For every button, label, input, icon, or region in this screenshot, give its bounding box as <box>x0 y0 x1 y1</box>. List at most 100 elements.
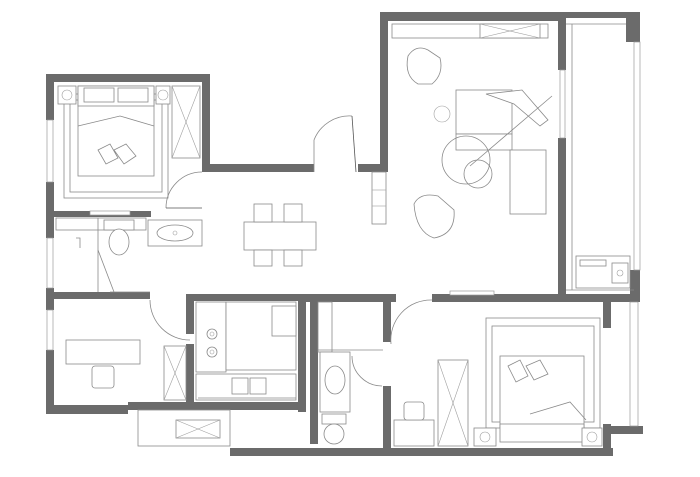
lamp-arm <box>469 95 553 167</box>
wall-cbath-west <box>310 294 318 444</box>
wall-kitchen-east <box>298 294 306 412</box>
wall-corridor-north-left <box>202 164 314 172</box>
lamp-se-left-icon <box>479 431 491 443</box>
wall-cbath-east-upper <box>383 294 391 342</box>
wall-living-east-lower <box>558 138 566 300</box>
burner-2-icon <box>206 346 218 358</box>
sink-left-icon <box>231 377 249 395</box>
wall-cbath-north <box>306 294 396 302</box>
wall-corridor-north-right <box>358 164 388 172</box>
lamp-left-icon <box>61 89 73 101</box>
door-swing-nw-bedroom <box>165 171 203 209</box>
chair-4 <box>283 249 303 267</box>
walls <box>46 12 643 456</box>
nightstand-right <box>155 85 171 105</box>
door-leaf-entry <box>351 115 357 173</box>
door-swing-cbath <box>351 355 383 387</box>
wall-south-bottom <box>230 448 390 456</box>
tv-cross-2 <box>479 23 541 39</box>
dining-table <box>243 221 317 251</box>
bedroom-southeast <box>393 317 603 447</box>
wall-balcony-north <box>566 12 640 18</box>
sink-right-icon <box>249 377 267 395</box>
chaise-lounge <box>485 89 549 127</box>
bed-se <box>499 355 585 429</box>
blanket-fold <box>77 115 155 127</box>
wall-se-bedroom-east-upper <box>603 300 611 328</box>
windows <box>46 41 641 427</box>
coffee-table-small <box>463 159 493 189</box>
wall-balcony-se-corner <box>630 270 640 300</box>
basin-center-icon <box>324 365 346 395</box>
nightstand-se-left <box>473 427 497 447</box>
balcony-east <box>566 23 634 291</box>
door-swing-entry <box>313 115 353 172</box>
window-nw-bedroom-west <box>46 119 54 183</box>
nightstand-left <box>57 85 77 105</box>
dining <box>243 115 387 267</box>
toilet-icon <box>108 228 130 256</box>
wall-study-east-lower <box>186 344 194 410</box>
shower-head-icon <box>76 237 81 248</box>
blanket-fold-se <box>529 401 587 421</box>
wall-bath-west-lower <box>46 288 54 310</box>
door-swing-study <box>149 299 191 341</box>
window-living-south <box>449 290 495 296</box>
wardrobe-se-cross-2 <box>437 359 469 447</box>
lamp-se-right-icon <box>586 431 598 443</box>
cushions-se <box>507 359 549 383</box>
dresser-stool <box>403 401 425 421</box>
wall-study-south-right <box>128 402 232 410</box>
stove-counter <box>195 301 227 373</box>
headboard-se <box>499 423 585 443</box>
wall-se-bedroom-south <box>383 448 613 456</box>
window-balcony-south-east <box>629 301 639 427</box>
window-balcony-east <box>633 41 641 271</box>
wall-bath-west <box>46 214 54 238</box>
toilet-tank-center <box>321 413 347 425</box>
desk-chair <box>91 365 115 389</box>
wall-nw-bedroom-north <box>46 74 210 82</box>
bathroom-center <box>317 299 433 445</box>
wall-living-west <box>380 12 388 172</box>
shoe-cabinet <box>371 171 387 225</box>
wall-study-west <box>46 350 54 414</box>
sofa-side <box>509 149 547 215</box>
wall-study-south <box>46 405 128 414</box>
laundry-sink <box>611 262 629 284</box>
basin-drain <box>172 230 178 236</box>
pillow-left <box>83 87 115 103</box>
study-southwest <box>65 339 187 401</box>
window-nw-bedroom-south <box>89 210 131 216</box>
wall-living-north <box>380 12 566 21</box>
kitchen <box>195 301 297 401</box>
window-living-east <box>559 69 566 139</box>
wall-nw-bedroom-east <box>202 74 210 172</box>
armchair-top <box>406 47 442 85</box>
side-table <box>433 105 451 123</box>
lamp-right-icon <box>157 89 169 101</box>
wall-bath-south <box>54 292 150 299</box>
burner-1-icon <box>206 328 218 340</box>
toilet-tank <box>103 219 135 231</box>
chair-1 <box>253 203 273 223</box>
cabinet-cross-2 <box>175 419 221 439</box>
wall-se-bedroom-east-lower <box>603 424 611 456</box>
balcony-south <box>137 409 231 447</box>
wall-nw-bedroom-west-lower <box>46 182 54 214</box>
window-study-west <box>46 309 54 351</box>
chair-2 <box>283 203 303 223</box>
cushions <box>97 143 137 165</box>
nightstand-se-right <box>581 427 603 447</box>
burner-1-core <box>209 331 215 337</box>
coffee-table-large <box>441 135 491 185</box>
toilet-center-icon <box>323 423 345 445</box>
sofa-arm <box>455 133 513 151</box>
window-bath-west <box>46 237 54 289</box>
wall-kitchen-north <box>186 294 306 301</box>
burner-2-core <box>209 349 215 355</box>
armchair-bottom <box>413 194 455 239</box>
wall-living-east-upper <box>558 12 566 70</box>
bedroom-northwest <box>57 85 203 209</box>
fridge <box>271 305 297 337</box>
